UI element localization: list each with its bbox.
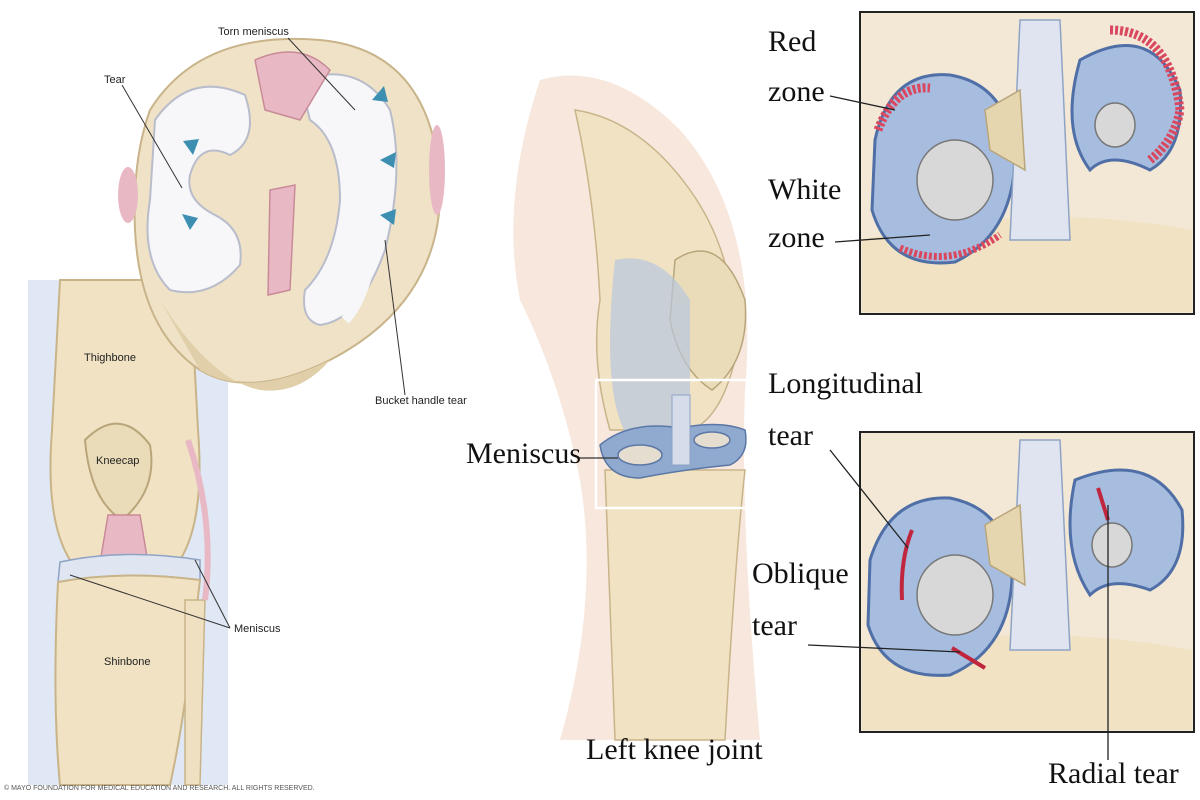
shinbone-shape — [54, 574, 202, 786]
white-zone-leader — [834, 234, 931, 243]
meniscus-front-label: Meniscus — [234, 623, 281, 635]
bucket-handle-fragment — [341, 97, 383, 324]
zones-red-zone-right — [1109, 25, 1185, 164]
plateau-shadow — [160, 300, 330, 391]
tears-bone-fragment — [984, 503, 1026, 587]
shinbone-label: Shinbone — [104, 656, 151, 668]
radial-tear-label: Radial tear — [1048, 757, 1179, 790]
meniscus-leader-2 — [194, 559, 231, 629]
medial-meniscus — [146, 85, 251, 294]
torn-meniscus-label: Torn meniscus — [218, 26, 289, 38]
zones-red-zone-left — [873, 83, 931, 132]
arrow-icon — [182, 214, 198, 230]
meniscus-leader-1 — [69, 574, 231, 629]
bucket-handle-tear-label: Bucket handle tear — [375, 395, 467, 407]
right-side-tissue — [429, 125, 445, 215]
zones-panel — [829, 11, 1195, 315]
tibia-shape — [604, 469, 746, 741]
knee-top-view — [118, 37, 445, 396]
tear-leader — [121, 84, 183, 189]
fibula-shape — [184, 599, 206, 786]
top-ligament — [254, 51, 331, 121]
bucket-handle-leader — [384, 239, 406, 396]
oblique-tear-label-line2: tear — [752, 609, 797, 642]
thighbone-label: Thighbone — [84, 352, 136, 364]
tears-left-inner — [916, 554, 994, 636]
longitudinal-tear-mark — [899, 529, 914, 601]
tear-label: Tear — [104, 74, 126, 86]
tears-right-inner — [1091, 522, 1133, 568]
kneecap-label: Kneecap — [96, 455, 140, 467]
arrow-icon — [380, 209, 396, 225]
left-side-tissue — [118, 167, 138, 223]
red-zone-label-line1: Red — [768, 25, 817, 58]
tears-panel — [807, 431, 1195, 760]
cruciate-ligaments — [671, 394, 691, 466]
knee-side-view — [513, 75, 760, 741]
center-ligament — [267, 184, 296, 296]
white-zone-label-line1: White — [768, 173, 842, 206]
zones-right-inner — [1094, 102, 1136, 148]
zones-bone-fragment — [984, 88, 1026, 172]
longitudinal-tear-label-line1: Longitudinal — [768, 367, 923, 400]
left-knee-joint-caption: Left knee joint — [586, 733, 763, 766]
copyright-notice: © MAYO FOUNDATION FOR MEDICAL EDUCATION … — [4, 785, 315, 792]
meniscus-hole-right — [693, 431, 731, 449]
zones-left-inner — [916, 139, 994, 221]
red-zone-label-line2: zone — [768, 75, 825, 108]
red-zone-leader — [829, 95, 896, 111]
zones-ligament — [1009, 19, 1071, 241]
oblique-tear-label-line1: Oblique — [752, 557, 849, 590]
arrow-icon — [183, 139, 199, 155]
side-cartilage — [610, 258, 690, 440]
radial-tear-mark — [1096, 487, 1110, 521]
zoom-box — [594, 378, 750, 510]
arrow-icon — [380, 152, 396, 168]
meniscus-hole-left — [617, 444, 663, 466]
kneecap-shape — [83, 422, 153, 522]
longitudinal-tear-label-line2: tear — [768, 419, 813, 452]
zones-red-zone-left-low — [898, 232, 1003, 260]
longitudinal-leader — [829, 449, 909, 549]
torn-meniscus-leader — [287, 37, 356, 111]
tears-ligament — [1009, 439, 1071, 651]
white-zone-label-line2: zone — [768, 221, 825, 254]
side-tissue-shape — [185, 439, 211, 601]
arrow-icon — [372, 86, 388, 102]
meniscus-center-label: Meniscus — [466, 437, 581, 470]
oblique-leader — [807, 644, 961, 653]
